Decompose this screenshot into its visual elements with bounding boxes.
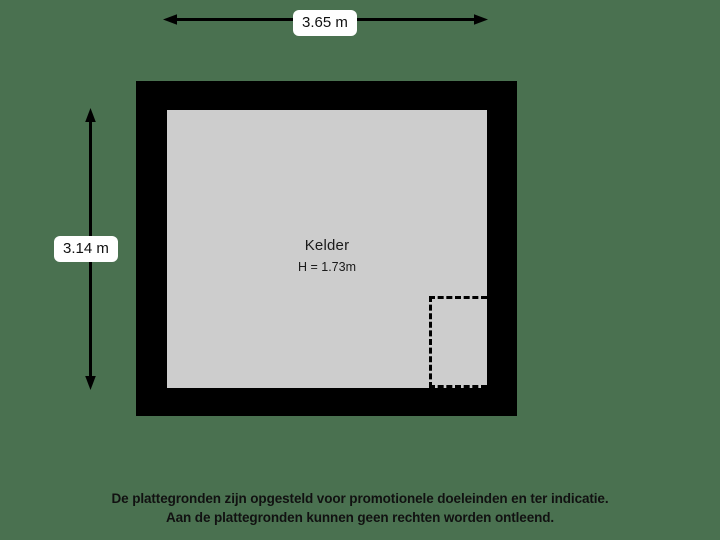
disclaimer-line-1: De plattegronden zijn opgesteld voor pro… bbox=[111, 491, 609, 506]
vertical-dimension-label: 3.14 m bbox=[54, 236, 118, 262]
horizontal-dimension-label: 3.65 m bbox=[293, 10, 357, 36]
dashed-recess-outline bbox=[429, 296, 487, 388]
room-interior-kelder bbox=[167, 110, 487, 388]
exterior-wall bbox=[136, 81, 517, 416]
disclaimer-line-2: Aan de plattegronden kunnen geen rechten… bbox=[165, 510, 555, 525]
disclaimer-text: De plattegronden zijn opgesteld voor pro… bbox=[0, 489, 720, 527]
